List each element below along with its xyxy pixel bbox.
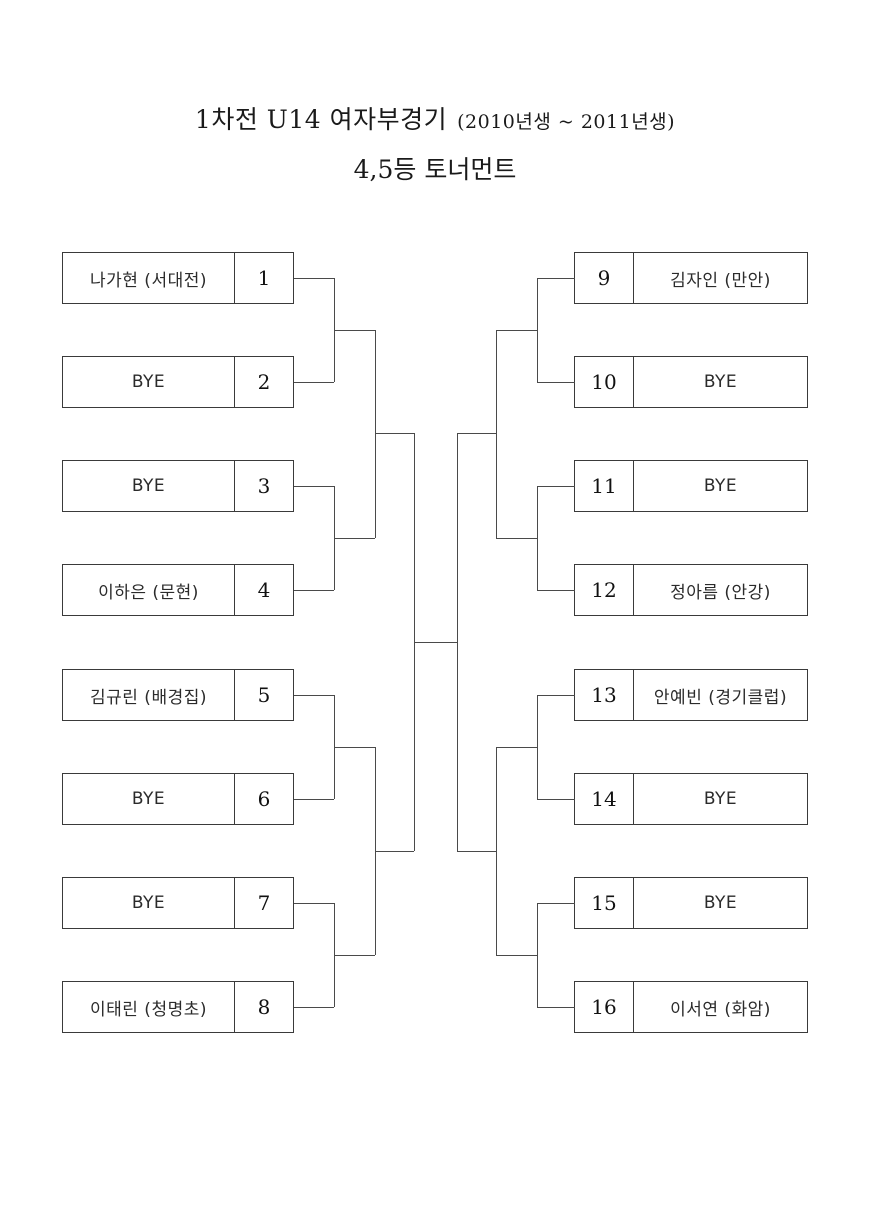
seed-number: 12: [575, 565, 634, 615]
connector-right-r1-b-top: [537, 486, 575, 487]
connector-center-final: [414, 642, 457, 643]
player-name: 김자인 (만안): [670, 270, 771, 291]
page-title-age-range: (2010년생 ~ 2011년생): [457, 111, 676, 133]
connector-left-r1-b-out: [334, 538, 375, 539]
connector-left-r2-top-vertical: [375, 330, 376, 538]
player-name: BYE: [131, 476, 166, 496]
bracket-slot-16[interactable]: 이서연 (화암) 16: [574, 981, 808, 1033]
bracket-slot-12[interactable]: 정아름 (안강) 12: [574, 564, 808, 616]
seed-number: 11: [575, 461, 634, 511]
connector-right-r1-b-vertical: [537, 486, 538, 590]
connector-right-r2-bottom-out: [457, 851, 496, 852]
bracket-slot-3[interactable]: BYE 3: [62, 460, 294, 512]
bracket-slot-14[interactable]: BYE 14: [574, 773, 808, 825]
player-name: 김규린 (배경집): [89, 687, 207, 708]
connector-left-r1-a-top: [294, 278, 334, 279]
player-name: BYE: [703, 789, 738, 809]
seed-number: 14: [575, 774, 634, 824]
bracket-slot-2[interactable]: BYE 2: [62, 356, 294, 408]
bracket-slot-15[interactable]: BYE 15: [574, 877, 808, 929]
seed-number: 2: [234, 357, 293, 407]
connector-left-r1-b-top: [294, 486, 334, 487]
connector-right-r1-d-bottom: [537, 1007, 575, 1008]
bracket-slot-13[interactable]: 안예빈 (경기클럽) 13: [574, 669, 808, 721]
seed-number: 9: [575, 253, 634, 303]
connector-left-r1-b-bottom: [294, 590, 334, 591]
player-name: BYE: [131, 789, 166, 809]
seed-number: 3: [234, 461, 293, 511]
connector-left-r2-top-out: [375, 433, 414, 434]
page-title: 1차전 U14 여자부경기 (2010년생 ~ 2011년생): [0, 100, 870, 136]
connector-left-r1-d-top: [294, 903, 334, 904]
bracket-slot-4[interactable]: 이하은 (문현) 4: [62, 564, 294, 616]
connector-right-r1-c-out: [496, 747, 537, 748]
player-name: 이태린 (청명초): [89, 999, 207, 1020]
connector-right-r1-a-top: [537, 278, 575, 279]
connector-right-r1-b-out: [496, 538, 537, 539]
seed-number: 8: [234, 982, 293, 1032]
connector-left-r1-a-bottom: [294, 382, 334, 383]
seed-number: 5: [234, 670, 293, 720]
connector-right-r1-d-vertical: [537, 903, 538, 1007]
connector-right-semifinal-vertical: [457, 433, 458, 851]
bracket-slot-6[interactable]: BYE 6: [62, 773, 294, 825]
connector-right-r1-a-bottom: [537, 382, 575, 383]
connector-left-r1-a-out: [334, 330, 375, 331]
connector-left-r1-c-bottom: [294, 799, 334, 800]
connector-left-r1-c-out: [334, 747, 375, 748]
seed-number: 1: [234, 253, 293, 303]
connector-right-r1-d-top: [537, 903, 575, 904]
player-name: 정아름 (안강): [670, 582, 771, 603]
title-block: 1차전 U14 여자부경기 (2010년생 ~ 2011년생) 4,5등 토너먼트: [0, 100, 870, 186]
player-name: 안예빈 (경기클럽): [653, 687, 788, 708]
bracket-slot-8[interactable]: 이태린 (청명초) 8: [62, 981, 294, 1033]
connector-right-r1-a-out: [496, 330, 537, 331]
seed-number: 6: [234, 774, 293, 824]
connector-right-r2-top-out: [457, 433, 496, 434]
player-name: BYE: [131, 372, 166, 392]
connector-left-r1-d-out: [334, 955, 375, 956]
seed-number: 16: [575, 982, 634, 1032]
connector-right-r2-top-vertical: [496, 330, 497, 538]
page-subtitle: 4,5등 토너먼트: [353, 155, 517, 184]
player-name: 나가현 (서대전): [89, 270, 207, 291]
seed-number: 4: [234, 565, 293, 615]
player-name: BYE: [703, 476, 738, 496]
bracket-slot-11[interactable]: BYE 11: [574, 460, 808, 512]
seed-number: 10: [575, 357, 634, 407]
connector-right-r2-bottom-vertical: [496, 747, 497, 955]
connector-right-r1-d-out: [496, 955, 537, 956]
bracket-slot-7[interactable]: BYE 7: [62, 877, 294, 929]
connector-right-r1-c-bottom: [537, 799, 575, 800]
connector-right-r1-c-vertical: [537, 695, 538, 799]
connector-right-r1-a-vertical: [537, 278, 538, 382]
player-name: 이하은 (문현): [98, 582, 199, 603]
player-name: BYE: [703, 372, 738, 392]
page-title-main: 1차전 U14 여자부경기: [194, 105, 448, 134]
connector-left-r1-c-top: [294, 695, 334, 696]
bracket-slot-5[interactable]: 김규린 (배경집) 5: [62, 669, 294, 721]
bracket-slot-10[interactable]: BYE 10: [574, 356, 808, 408]
seed-number: 15: [575, 878, 634, 928]
player-name: BYE: [131, 893, 166, 913]
seed-number: 7: [234, 878, 293, 928]
connector-left-r2-bottom-out: [375, 851, 414, 852]
bracket-slot-1[interactable]: 나가현 (서대전) 1: [62, 252, 294, 304]
connector-left-r1-d-bottom: [294, 1007, 334, 1008]
connector-right-r1-c-top: [537, 695, 575, 696]
player-name: 이서연 (화암): [670, 999, 771, 1020]
connector-right-r1-b-bottom: [537, 590, 575, 591]
seed-number: 13: [575, 670, 634, 720]
bracket-slot-9[interactable]: 김자인 (만안) 9: [574, 252, 808, 304]
player-name: BYE: [703, 893, 738, 913]
